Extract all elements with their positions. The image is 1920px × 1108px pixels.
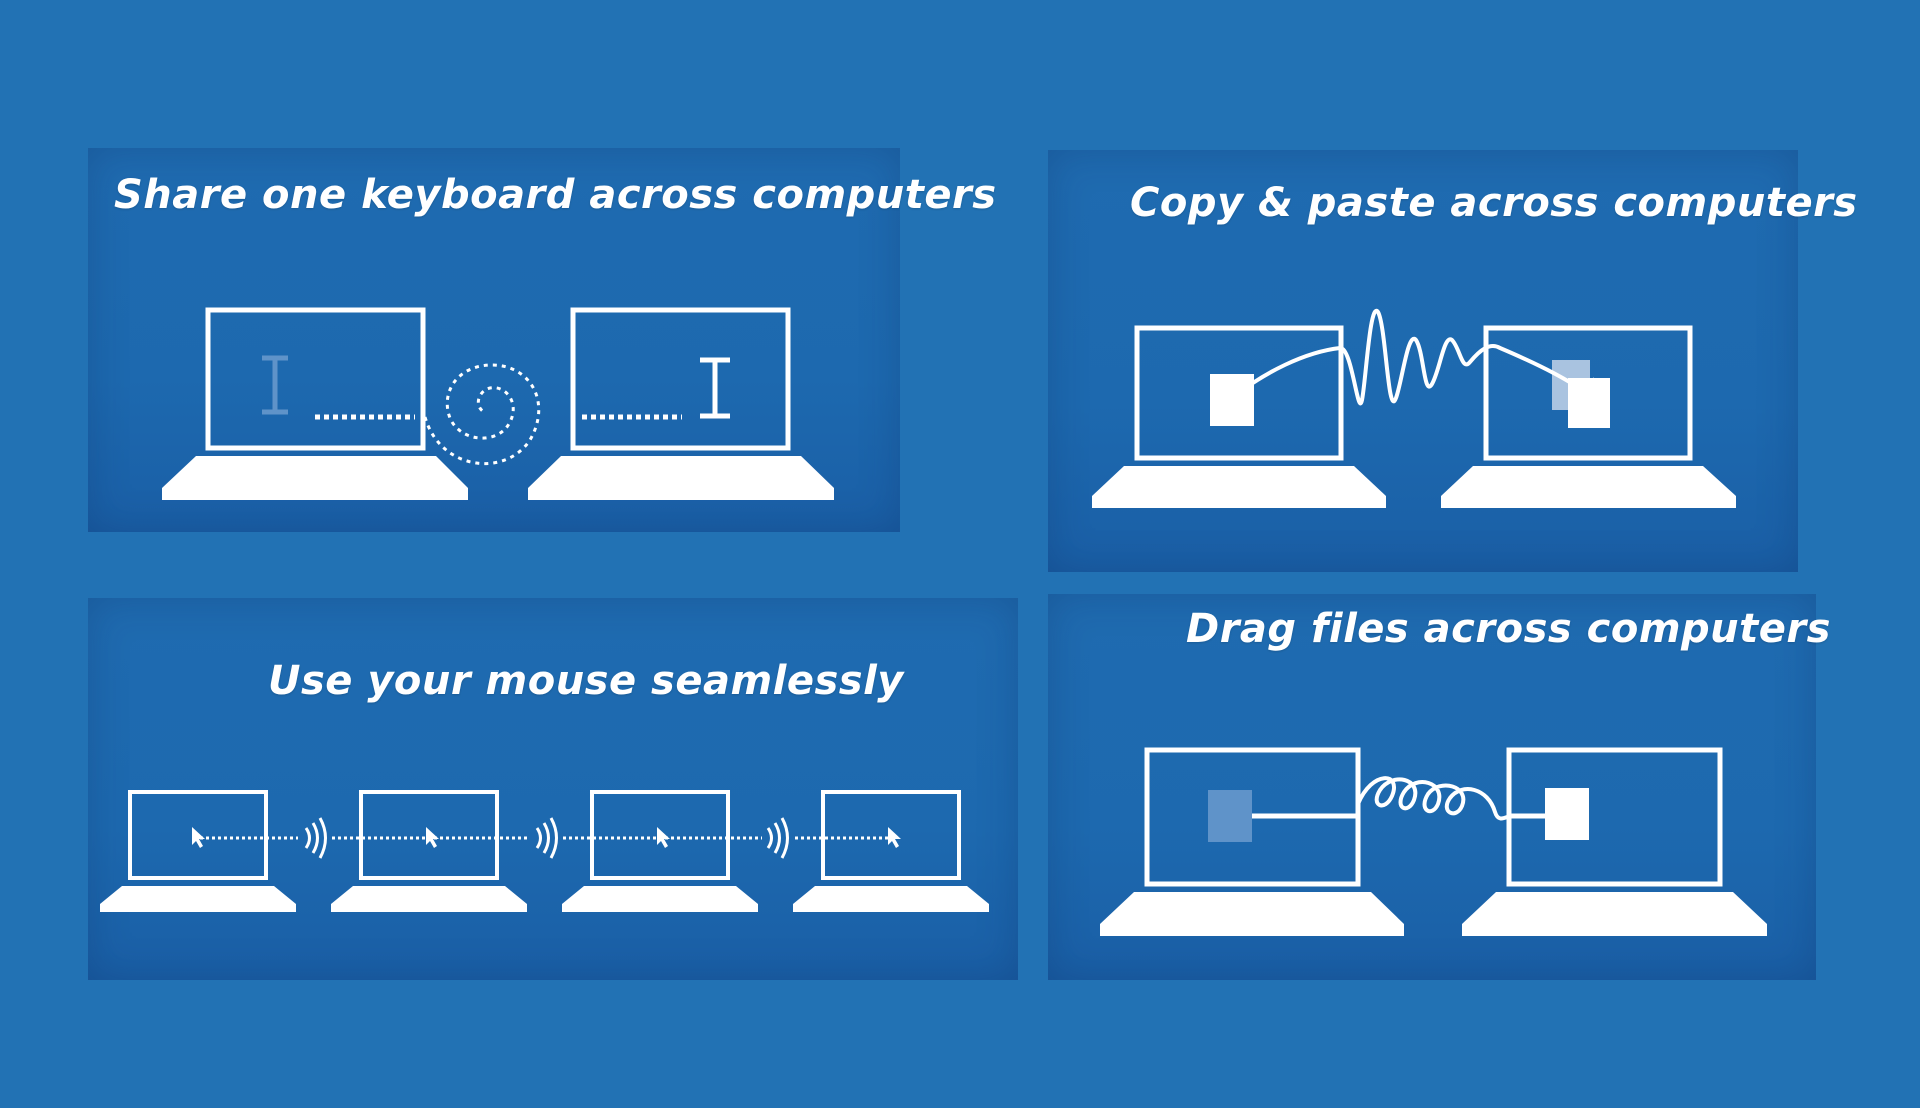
clipboard-wave bbox=[1230, 308, 1610, 410]
panel-keyboard-title: Share one keyboard across computers bbox=[114, 172, 997, 218]
laptop bbox=[528, 307, 834, 500]
laptop bbox=[331, 790, 527, 912]
file-icon bbox=[1208, 790, 1252, 842]
laptop bbox=[793, 790, 989, 912]
panel-mouse: Use your mouse seamlessly bbox=[88, 598, 1018, 980]
text-cursor-icon bbox=[700, 357, 730, 419]
mouse-pointer-icon bbox=[192, 827, 205, 848]
panel-clipboard-title: Copy & paste across computers bbox=[1130, 180, 1858, 226]
mouse-pointer-icon bbox=[426, 827, 439, 848]
loop-connector bbox=[1356, 776, 1511, 821]
laptop bbox=[1441, 325, 1736, 508]
panel-mouse-title: Use your mouse seamlessly bbox=[268, 658, 904, 704]
mouse-pointer-icon bbox=[657, 827, 670, 848]
spiral-connector bbox=[423, 363, 541, 465]
laptop bbox=[1092, 325, 1386, 508]
text-cursor-icon bbox=[262, 355, 288, 415]
laptop bbox=[1100, 747, 1404, 936]
signal-icon bbox=[535, 817, 558, 859]
laptop bbox=[1462, 747, 1767, 936]
laptop bbox=[162, 307, 468, 500]
signal-icon bbox=[766, 817, 789, 859]
file-icon bbox=[1545, 788, 1589, 840]
laptop bbox=[100, 790, 296, 912]
laptop bbox=[562, 790, 758, 912]
mouse-pointer-icon bbox=[888, 827, 901, 848]
document-icon bbox=[1210, 374, 1254, 426]
signal-icon bbox=[304, 817, 327, 859]
panel-drag-title: Drag files across computers bbox=[1186, 606, 1831, 652]
